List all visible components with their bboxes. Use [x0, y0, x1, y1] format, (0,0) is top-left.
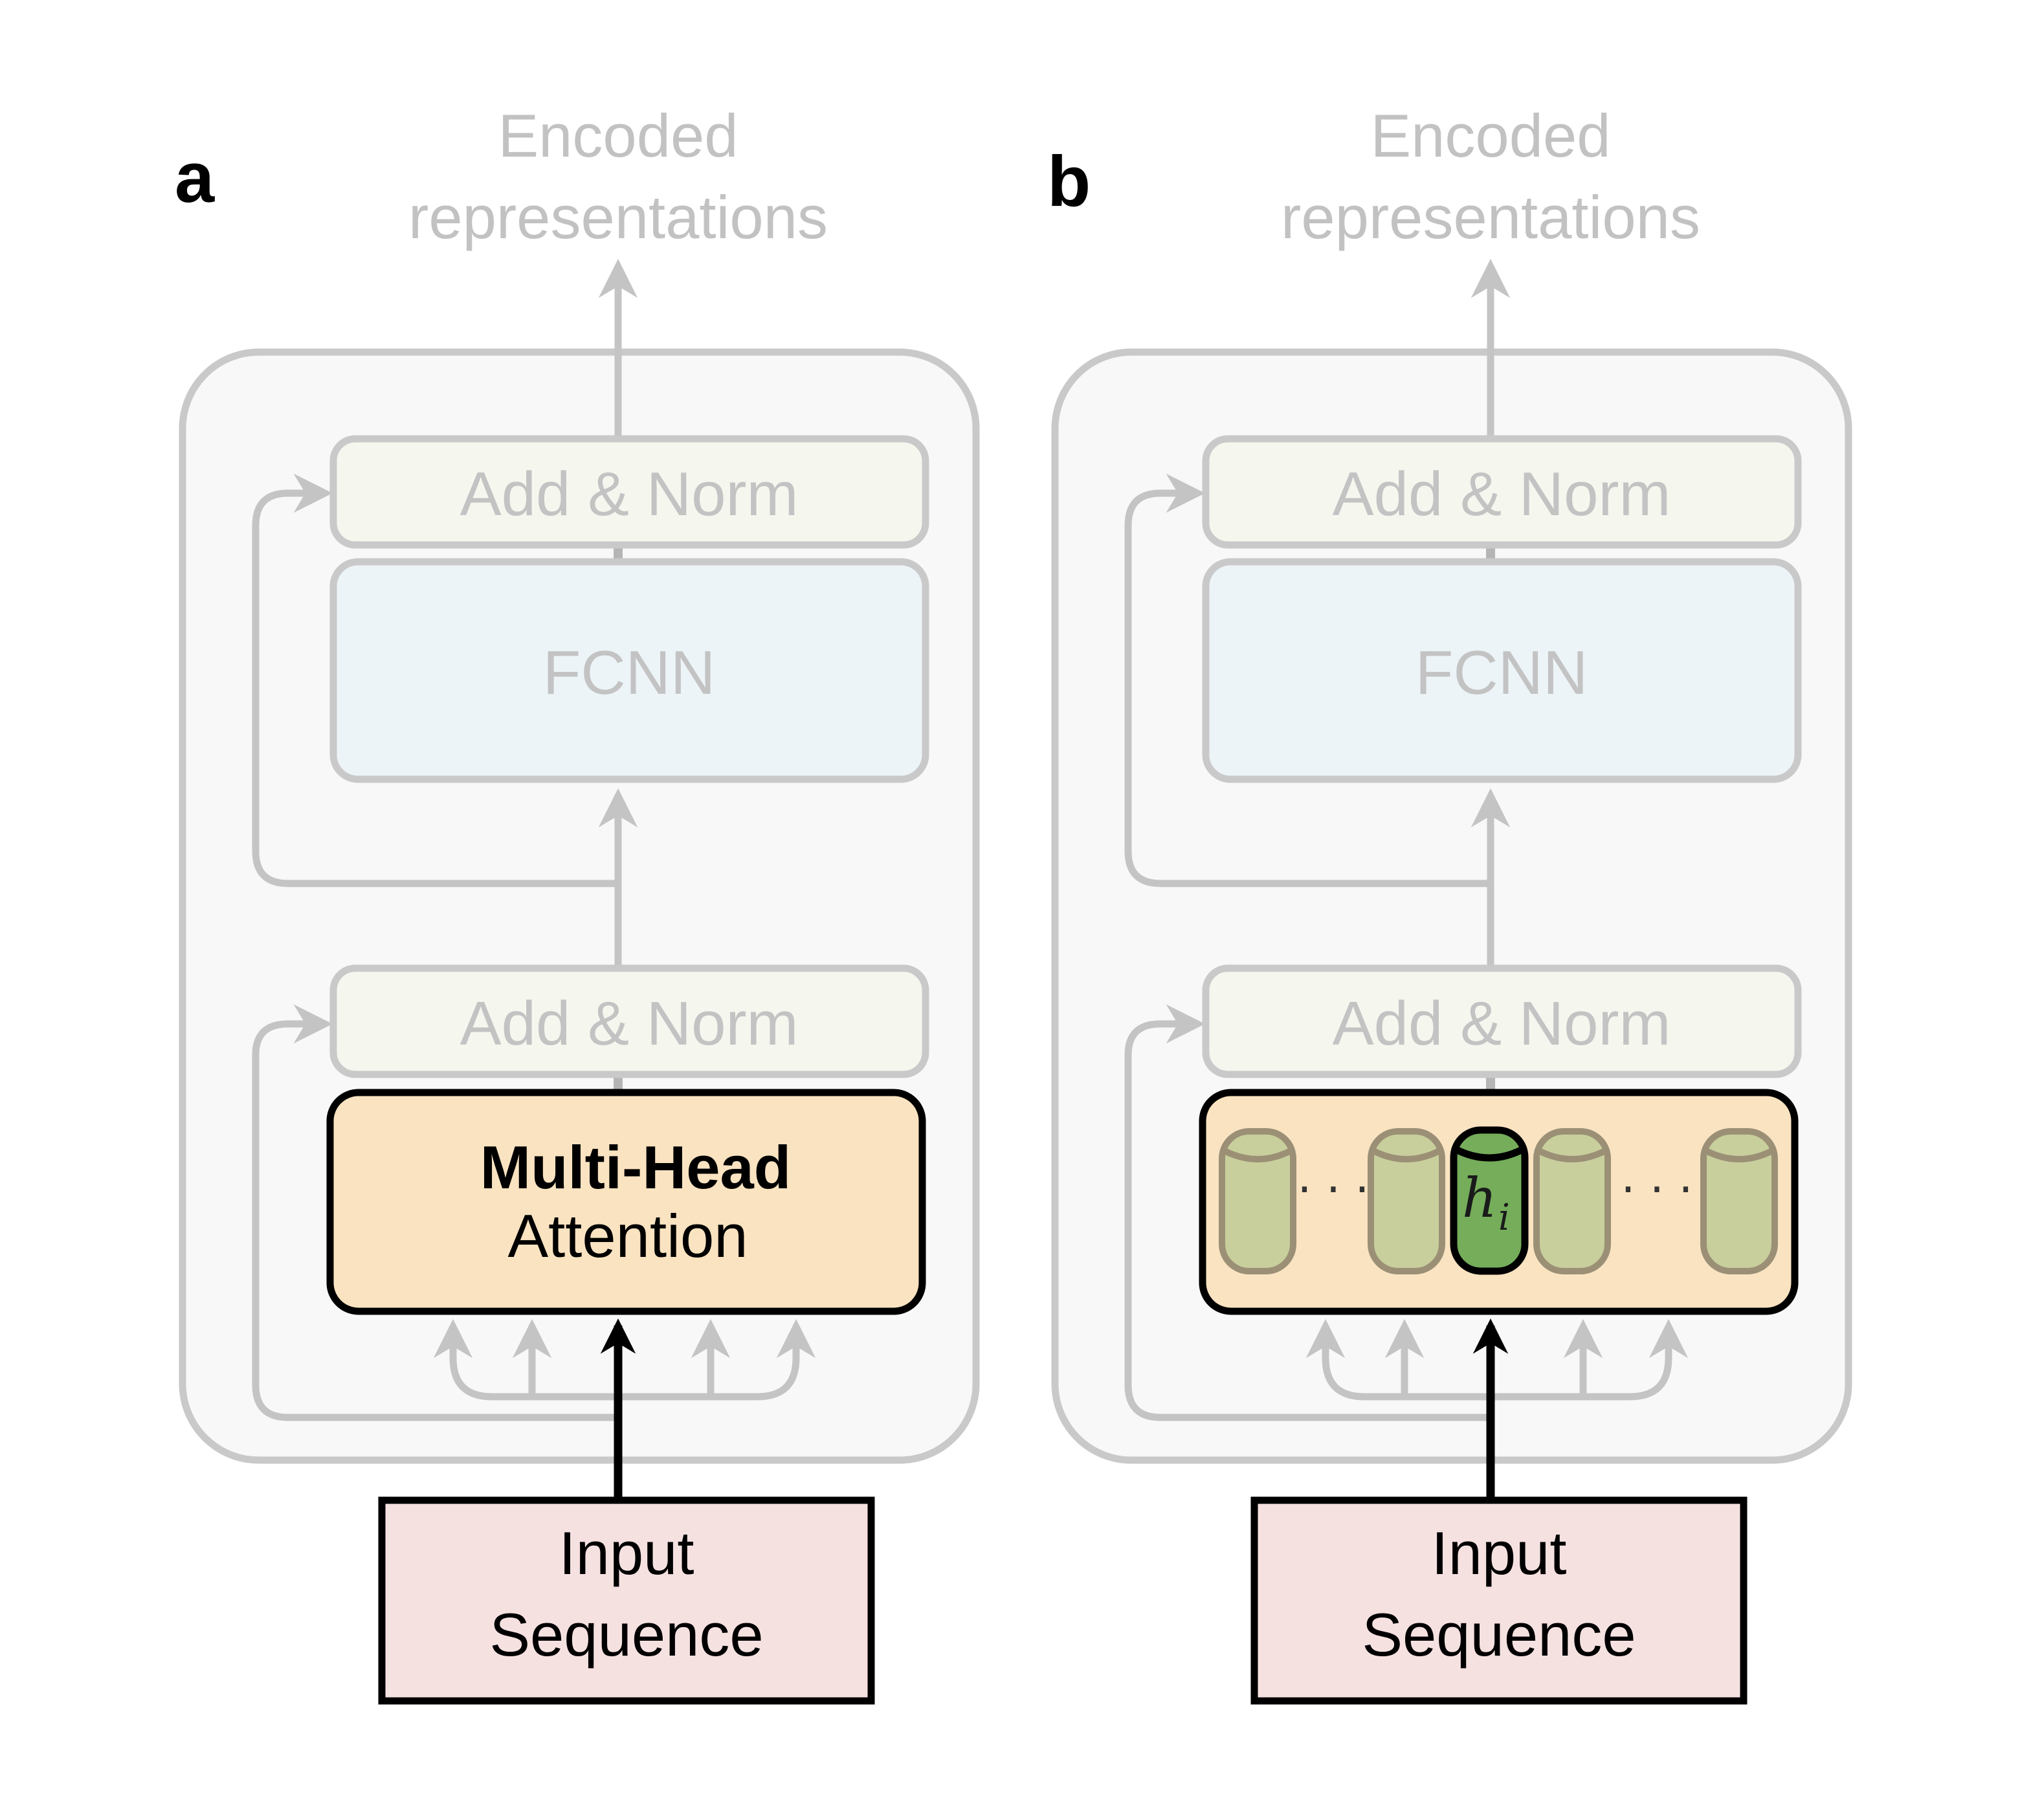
- panel-b-fcnn-label: FCNN: [1415, 638, 1588, 707]
- panel-b-input-branch-5: [1491, 1318, 1689, 1401]
- panel-b-add-norm-top-block: [1202, 435, 1802, 549]
- panel-a-attention-label-line1: Multi-Head: [480, 1133, 791, 1201]
- panel-a-fcnn-block: [329, 558, 929, 783]
- panel-b-input-sequence-block: [1250, 1496, 1748, 1705]
- panel-b-ellipsis-left: · · ·: [1297, 1163, 1369, 1216]
- attention-head-active: h i: [1450, 1126, 1529, 1275]
- panel-a-add-norm-bottom-label: Add & Norm: [460, 989, 799, 1058]
- panel-a-output-label-line2: representations: [408, 183, 828, 251]
- panel-a-attention-label-line2: Attention: [507, 1202, 748, 1270]
- panel-b-head-label: h: [1462, 1166, 1497, 1230]
- panel-a-input-sequence-block: [378, 1496, 875, 1705]
- panel-a-input-branch-1: [433, 1318, 618, 1401]
- panel-b-ellipsis-right: · · ·: [1621, 1163, 1692, 1216]
- panel-b-head-subscript: i: [1498, 1197, 1510, 1239]
- panel-b-fcnn-block: [1202, 558, 1802, 783]
- panel-a-residual-connection-upper: [252, 473, 618, 887]
- panel-a-add-norm-bottom-block: [329, 964, 929, 1078]
- attention-head-1: [1219, 1128, 1296, 1274]
- panel-b-input-label-line2: Sequence: [1362, 1601, 1636, 1669]
- panel-a-fcnn-label: FCNN: [543, 638, 716, 707]
- panel-a-input-label-line2: Sequence: [489, 1601, 763, 1669]
- panel-a-multi-head-attention-block: [326, 1089, 926, 1315]
- panel-b-input-branch-1: [1305, 1318, 1491, 1401]
- panel-b-residual-connection-upper: [1124, 473, 1491, 887]
- panel-b-input-label-line1: Input: [1431, 1519, 1566, 1587]
- attention-head-5: [1700, 1128, 1778, 1274]
- panel-a-residual-connection-lower: [252, 1004, 618, 1421]
- panel-b-output-label-line1: Encoded: [1370, 102, 1610, 170]
- panel-a-add-norm-top-label: Add & Norm: [460, 460, 799, 529]
- panel-a: a Encoded representations Add & Norm FCN…: [175, 102, 980, 1705]
- panel-a-input-branch-5: [618, 1318, 816, 1401]
- attention-head-2: [1368, 1128, 1445, 1274]
- panel-a-label: a: [175, 138, 215, 217]
- panel-b-residual-connection-lower: [1124, 1004, 1491, 1421]
- panel-b-add-norm-top-label: Add & Norm: [1333, 460, 1671, 529]
- panel-a-add-norm-top-block: [329, 435, 929, 549]
- attention-head-4: [1533, 1128, 1611, 1274]
- panel-a-input-label-line1: Input: [559, 1519, 694, 1587]
- panel-b-output-label-line2: representations: [1281, 183, 1700, 251]
- panel-b-add-norm-bottom-block: [1202, 964, 1802, 1078]
- panel-b-add-norm-bottom-label: Add & Norm: [1333, 989, 1671, 1058]
- panel-b: b Encoded representations Add & Norm FCN…: [1047, 102, 1852, 1705]
- panel-b-label: b: [1047, 142, 1091, 221]
- panel-a-output-label-line1: Encoded: [498, 102, 738, 170]
